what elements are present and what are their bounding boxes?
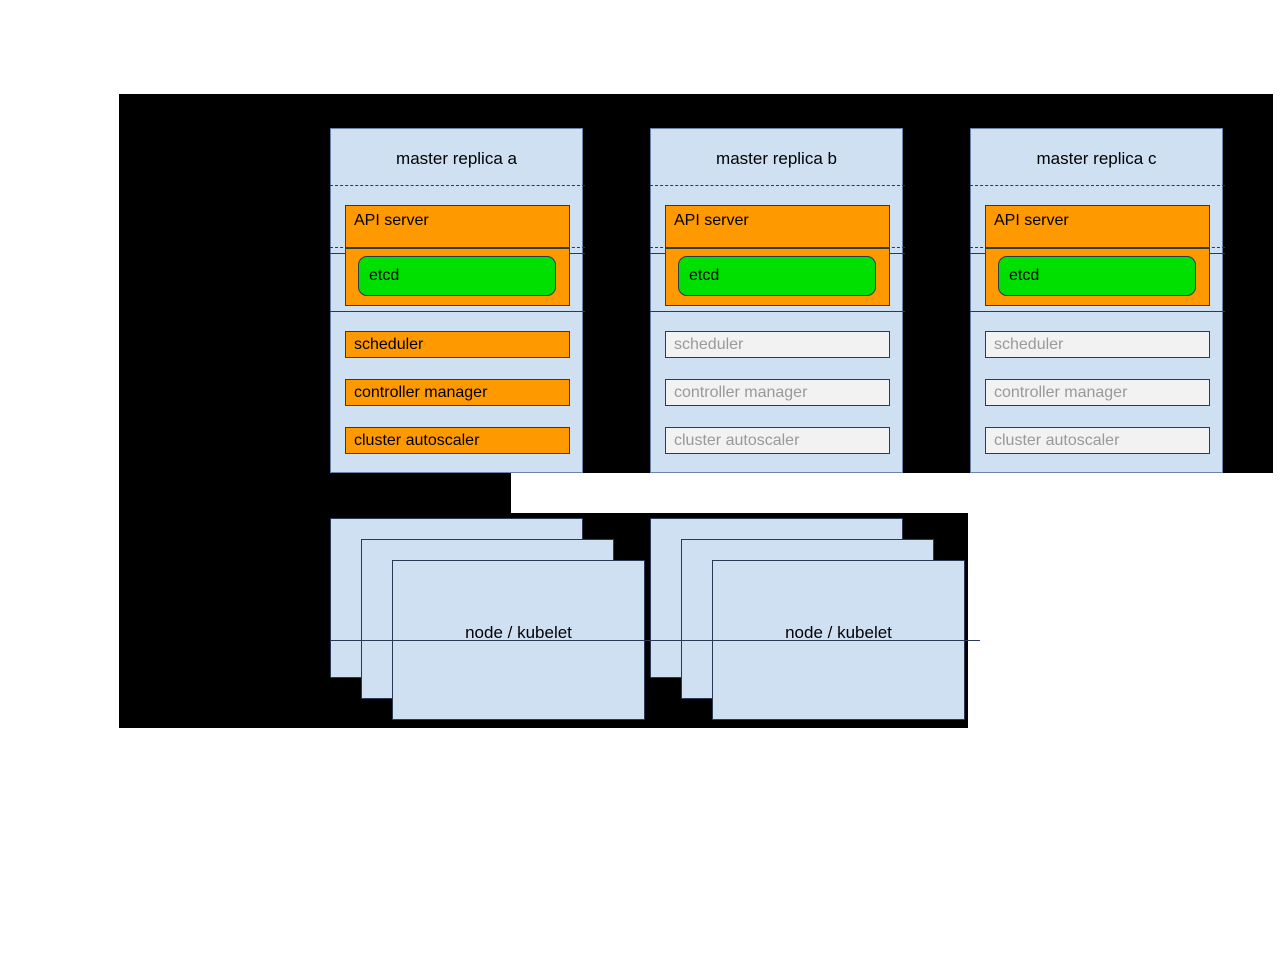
master-b-etcd-band: etcd xyxy=(665,248,890,306)
node-group-2[interactable]: node / kubelet xyxy=(650,518,965,733)
backdrop-middle-left-region xyxy=(119,473,511,513)
master-a-api-server[interactable]: API server xyxy=(345,205,570,248)
node-group-1-label: node / kubelet xyxy=(465,623,572,642)
master-c-controller-manager[interactable]: controller manager xyxy=(985,379,1210,406)
master-b-cluster-autoscaler[interactable]: cluster autoscaler xyxy=(665,427,890,454)
master-b-controller-manager[interactable]: controller manager xyxy=(665,379,890,406)
node-group-2-label: node / kubelet xyxy=(785,623,892,642)
master-c-scheduler[interactable]: scheduler xyxy=(985,331,1210,358)
master-c-etcd-band: etcd xyxy=(985,248,1210,306)
master-c-cluster-autoscaler[interactable]: cluster autoscaler xyxy=(985,427,1210,454)
master-a-etcd-band: etcd xyxy=(345,248,570,306)
master-replica-b[interactable]: master replica b API server etcd schedul… xyxy=(650,128,905,473)
master-c-api-server[interactable]: API server xyxy=(985,205,1210,248)
master-replica-c[interactable]: master replica c API server etcd schedul… xyxy=(970,128,1225,473)
master-c-etcd[interactable]: etcd xyxy=(998,256,1196,296)
master-b-etcd[interactable]: etcd xyxy=(678,256,876,296)
node-separator-line-2 xyxy=(650,640,980,641)
solid-separator-lower xyxy=(650,311,905,312)
master-replica-a-title: master replica a xyxy=(396,149,517,168)
dashed-separator-top xyxy=(330,185,585,186)
master-a-controller-manager[interactable]: controller manager xyxy=(345,379,570,406)
dashed-separator-top xyxy=(970,185,1225,186)
master-replica-a[interactable]: master replica a API server etcd schedul… xyxy=(330,128,585,473)
master-b-scheduler[interactable]: scheduler xyxy=(665,331,890,358)
master-a-scheduler[interactable]: scheduler xyxy=(345,331,570,358)
node-group-1[interactable]: node / kubelet xyxy=(330,518,645,733)
solid-separator-lower xyxy=(330,311,585,312)
master-a-cluster-autoscaler[interactable]: cluster autoscaler xyxy=(345,427,570,454)
master-replica-c-title: master replica c xyxy=(1036,149,1157,168)
solid-separator-lower xyxy=(970,311,1225,312)
master-b-api-server[interactable]: API server xyxy=(665,205,890,248)
node-separator-line-1 xyxy=(330,640,715,641)
dashed-separator-top xyxy=(650,185,905,186)
master-replica-b-title: master replica b xyxy=(716,149,837,168)
master-a-etcd[interactable]: etcd xyxy=(358,256,556,296)
